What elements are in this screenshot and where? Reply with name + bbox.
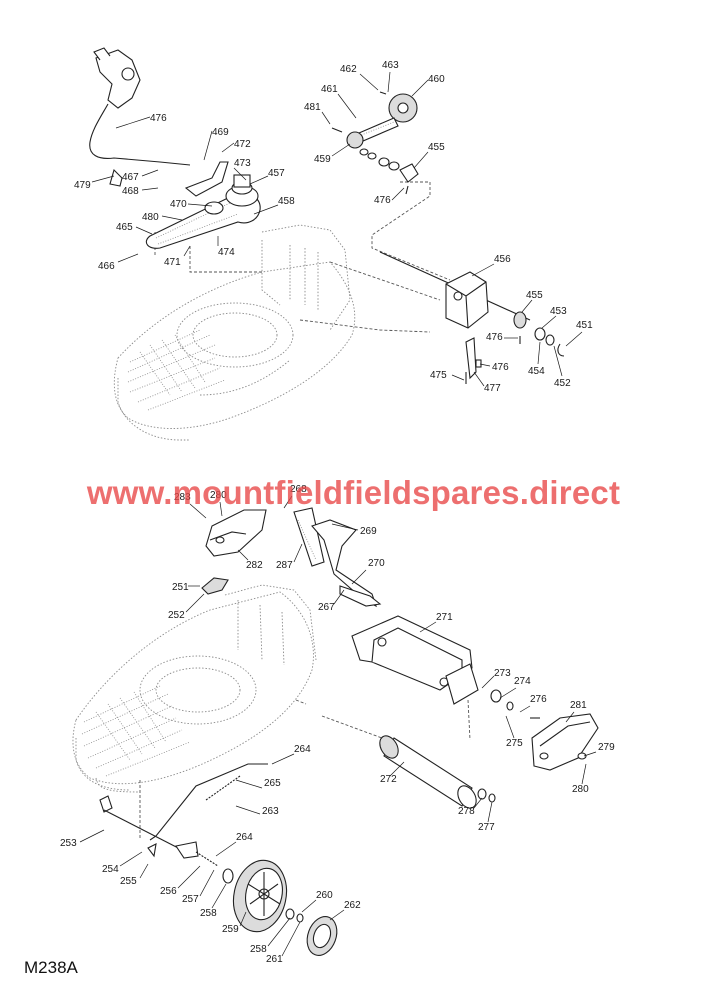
- callout-label: 255: [120, 876, 137, 887]
- callout-label: 262: [344, 900, 361, 911]
- callout-label: 471: [164, 257, 181, 268]
- callout-label: 480: [142, 212, 159, 223]
- chain-sprocket-assembly: [331, 91, 419, 195]
- rear-roller: [379, 735, 496, 809]
- callout-label: 463: [382, 60, 399, 71]
- callout-label: 275: [506, 738, 523, 749]
- mower-deck-bottom: [72, 584, 317, 793]
- callout-label: 280: [572, 784, 589, 795]
- right-side-plate: [490, 689, 599, 771]
- callout-label: 259: [222, 924, 239, 935]
- assembly-line: [299, 261, 441, 333]
- callout-label: 276: [530, 694, 547, 705]
- callout-label: 261: [266, 954, 283, 965]
- callout-label: 283: [174, 492, 191, 503]
- callout-label: 281: [570, 700, 587, 711]
- callout-label: 257: [182, 894, 199, 905]
- callout-label: 473: [234, 158, 251, 169]
- callout-label: 274: [514, 676, 531, 687]
- callout-label: 280: [210, 490, 227, 501]
- callout-label: 253: [60, 838, 77, 849]
- diagram-code: M238A: [24, 958, 78, 977]
- drive-belt-assembly: [109, 161, 261, 249]
- callout-label: 258: [200, 908, 217, 919]
- callout-label: 454: [528, 366, 545, 377]
- callout-label: 268: [290, 484, 307, 495]
- callout-label: 477: [484, 383, 501, 394]
- callout-labels: 476 469 472 479 467 468 473 457 470 458 …: [60, 60, 615, 965]
- callout-label: 457: [268, 168, 285, 179]
- callout-label: 465: [116, 222, 133, 233]
- callout-label: 277: [478, 822, 495, 833]
- callout-label: 466: [98, 261, 115, 272]
- callout-label: 476: [374, 195, 391, 206]
- callout-label: 453: [550, 306, 567, 317]
- roller-bracket: [351, 615, 479, 705]
- callout-label: 469: [212, 127, 229, 138]
- axle-gearbox: [379, 251, 565, 384]
- callout-label: 264: [236, 832, 253, 843]
- callout-label: 458: [278, 196, 295, 207]
- callout-label: 455: [526, 290, 543, 301]
- callout-label: 267: [318, 602, 335, 613]
- callout-label: 278: [458, 806, 475, 817]
- callout-label: 287: [276, 560, 293, 571]
- callout-label: 264: [294, 744, 311, 755]
- callout-label: 468: [122, 186, 139, 197]
- callout-label: 476: [150, 113, 167, 124]
- callout-label: 481: [304, 102, 321, 113]
- height-adjust-linkage: [99, 763, 268, 867]
- mower-deck-top: [113, 224, 356, 441]
- rear-plates: [201, 507, 382, 608]
- callout-label: 479: [74, 180, 91, 191]
- callout-label: 472: [234, 139, 251, 150]
- callout-label: 282: [246, 560, 263, 571]
- callout-label: 452: [554, 378, 571, 389]
- callout-label: 475: [430, 370, 447, 381]
- watermark: www.mountfieldfieldspares.direct: [86, 474, 621, 511]
- callout-label: 462: [340, 64, 357, 75]
- callout-label: 254: [102, 864, 119, 875]
- callout-label: 279: [598, 742, 615, 753]
- callout-label: 467: [122, 172, 139, 183]
- callout-label: 252: [168, 610, 185, 621]
- callout-label: 273: [494, 668, 511, 679]
- callout-label: 260: [316, 890, 333, 901]
- callout-label: 459: [314, 154, 331, 165]
- callout-label: 451: [576, 320, 593, 331]
- control-handle: [89, 47, 191, 166]
- callout-label: 476: [486, 332, 503, 343]
- callout-label: 265: [264, 778, 281, 789]
- callout-label: 256: [160, 886, 177, 897]
- assembly-line: [139, 699, 471, 840]
- callout-label: 258: [250, 944, 267, 955]
- callout-label: 461: [321, 84, 338, 95]
- callout-label: 476: [492, 362, 509, 373]
- callout-label: 251: [172, 582, 189, 593]
- callout-label: 270: [368, 558, 385, 569]
- callout-label: 474: [218, 247, 235, 258]
- callout-label: 460: [428, 74, 445, 85]
- callout-label: 470: [170, 199, 187, 210]
- front-wheel: [222, 859, 338, 956]
- callout-label: 272: [380, 774, 397, 785]
- callout-label: 456: [494, 254, 511, 265]
- callout-label: 269: [360, 526, 377, 537]
- callout-label: 455: [428, 142, 445, 153]
- callout-label: 263: [262, 806, 279, 817]
- callout-label: 271: [436, 612, 453, 623]
